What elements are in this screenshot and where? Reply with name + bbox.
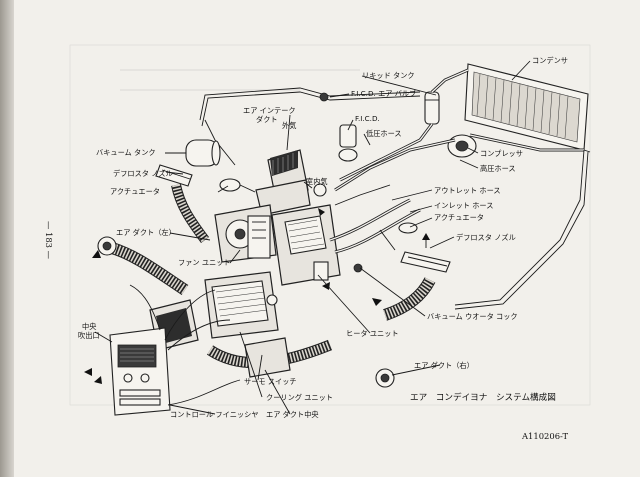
figure-title: エア コンデイヨナ システム構成図 bbox=[410, 391, 556, 403]
air-flow-arrow bbox=[322, 282, 330, 290]
label-actuator-left: アクチュエータ bbox=[110, 187, 160, 196]
label-compressor: コンプレッサ bbox=[480, 149, 523, 158]
refrigerant-lines bbox=[334, 68, 589, 310]
label-condenser: コンデンサ bbox=[532, 56, 568, 65]
label-outlet-hose: アウトレット ホース bbox=[434, 186, 501, 195]
air-duct-right-hose bbox=[372, 276, 436, 321]
label-fan-unit: ファン ユニット bbox=[178, 258, 231, 267]
control-finisher-part bbox=[84, 327, 171, 416]
label-high-pressure-hose: 高圧ホース bbox=[480, 164, 516, 173]
label-outside-air: 外気 bbox=[282, 121, 296, 130]
actuator-right-part bbox=[398, 222, 418, 234]
heater-unit-part bbox=[271, 204, 363, 286]
label-defroster-nozzle-left: デフロスタ ノズル bbox=[113, 169, 173, 178]
label-heater-unit: ヒータ ユニット bbox=[346, 329, 399, 338]
water-hoses bbox=[329, 184, 421, 254]
air-outlet-right bbox=[375, 368, 395, 388]
label-air-intake-duct-line1: エア インテーク bbox=[243, 106, 296, 115]
figure-reference: A110206-T bbox=[521, 431, 569, 441]
label-control-finisher: コントロール フイニッシヤ bbox=[170, 410, 259, 419]
label-air-duct-right: エア ダクト（右） bbox=[414, 361, 474, 370]
defroster-hose-left bbox=[171, 183, 210, 243]
ficd-part bbox=[338, 124, 358, 162]
liquid-tank-part bbox=[424, 91, 440, 125]
label-vacuum-water-cock: バキューム ウオータ コック bbox=[427, 312, 518, 321]
compressor-part bbox=[447, 134, 477, 158]
fan-unit-part bbox=[214, 204, 277, 263]
label-low-pressure-hose: 低圧ホース bbox=[366, 129, 402, 138]
vacuum-lines bbox=[199, 87, 421, 166]
label-inlet-hose: インレット ホース bbox=[434, 201, 493, 210]
binding-edge bbox=[0, 0, 14, 477]
defroster-nozzle-left-part bbox=[155, 164, 193, 187]
leader-lines bbox=[94, 60, 531, 415]
label-air-intake-duct-line2: ダクト bbox=[256, 115, 278, 124]
air-duct-left-hose bbox=[92, 236, 189, 295]
label-defroster-nozzle-right: デフロスタ ノズル bbox=[456, 233, 516, 242]
label-thermo-switch: サーモ スイッチ bbox=[244, 377, 297, 386]
label-air-duct-center: エア ダクト中央 bbox=[266, 410, 319, 419]
label-air-duct-left: エア ダクト（左） bbox=[116, 228, 176, 237]
label-liquid-tank: リキッド タンク bbox=[362, 71, 415, 80]
label-ficd-air-valve: F.I.C.D. エア バルブ bbox=[351, 89, 416, 98]
label-cooling-unit: クーリング ユニット bbox=[266, 393, 333, 402]
page-number: — 183 — bbox=[44, 221, 54, 259]
actuator-left-part bbox=[219, 178, 256, 193]
label-inside-air: 室内気 bbox=[306, 177, 328, 186]
cooling-unit-part bbox=[204, 271, 279, 339]
inside-air-arrow bbox=[318, 208, 325, 216]
label-actuator-right: アクチュエータ bbox=[434, 213, 484, 222]
vacuum-tank-part bbox=[185, 139, 221, 167]
label-center-outlet-line1: 中央 bbox=[82, 322, 96, 331]
control-cables bbox=[129, 284, 241, 406]
label-ficd: F.I.C.D. bbox=[355, 114, 380, 123]
condenser-part bbox=[464, 63, 591, 153]
label-center-outlet-line2: 吹出口 bbox=[78, 331, 100, 340]
label-vacuum-tank: バキューム タンク bbox=[96, 148, 156, 157]
defroster-nozzle-right-part bbox=[400, 233, 451, 273]
